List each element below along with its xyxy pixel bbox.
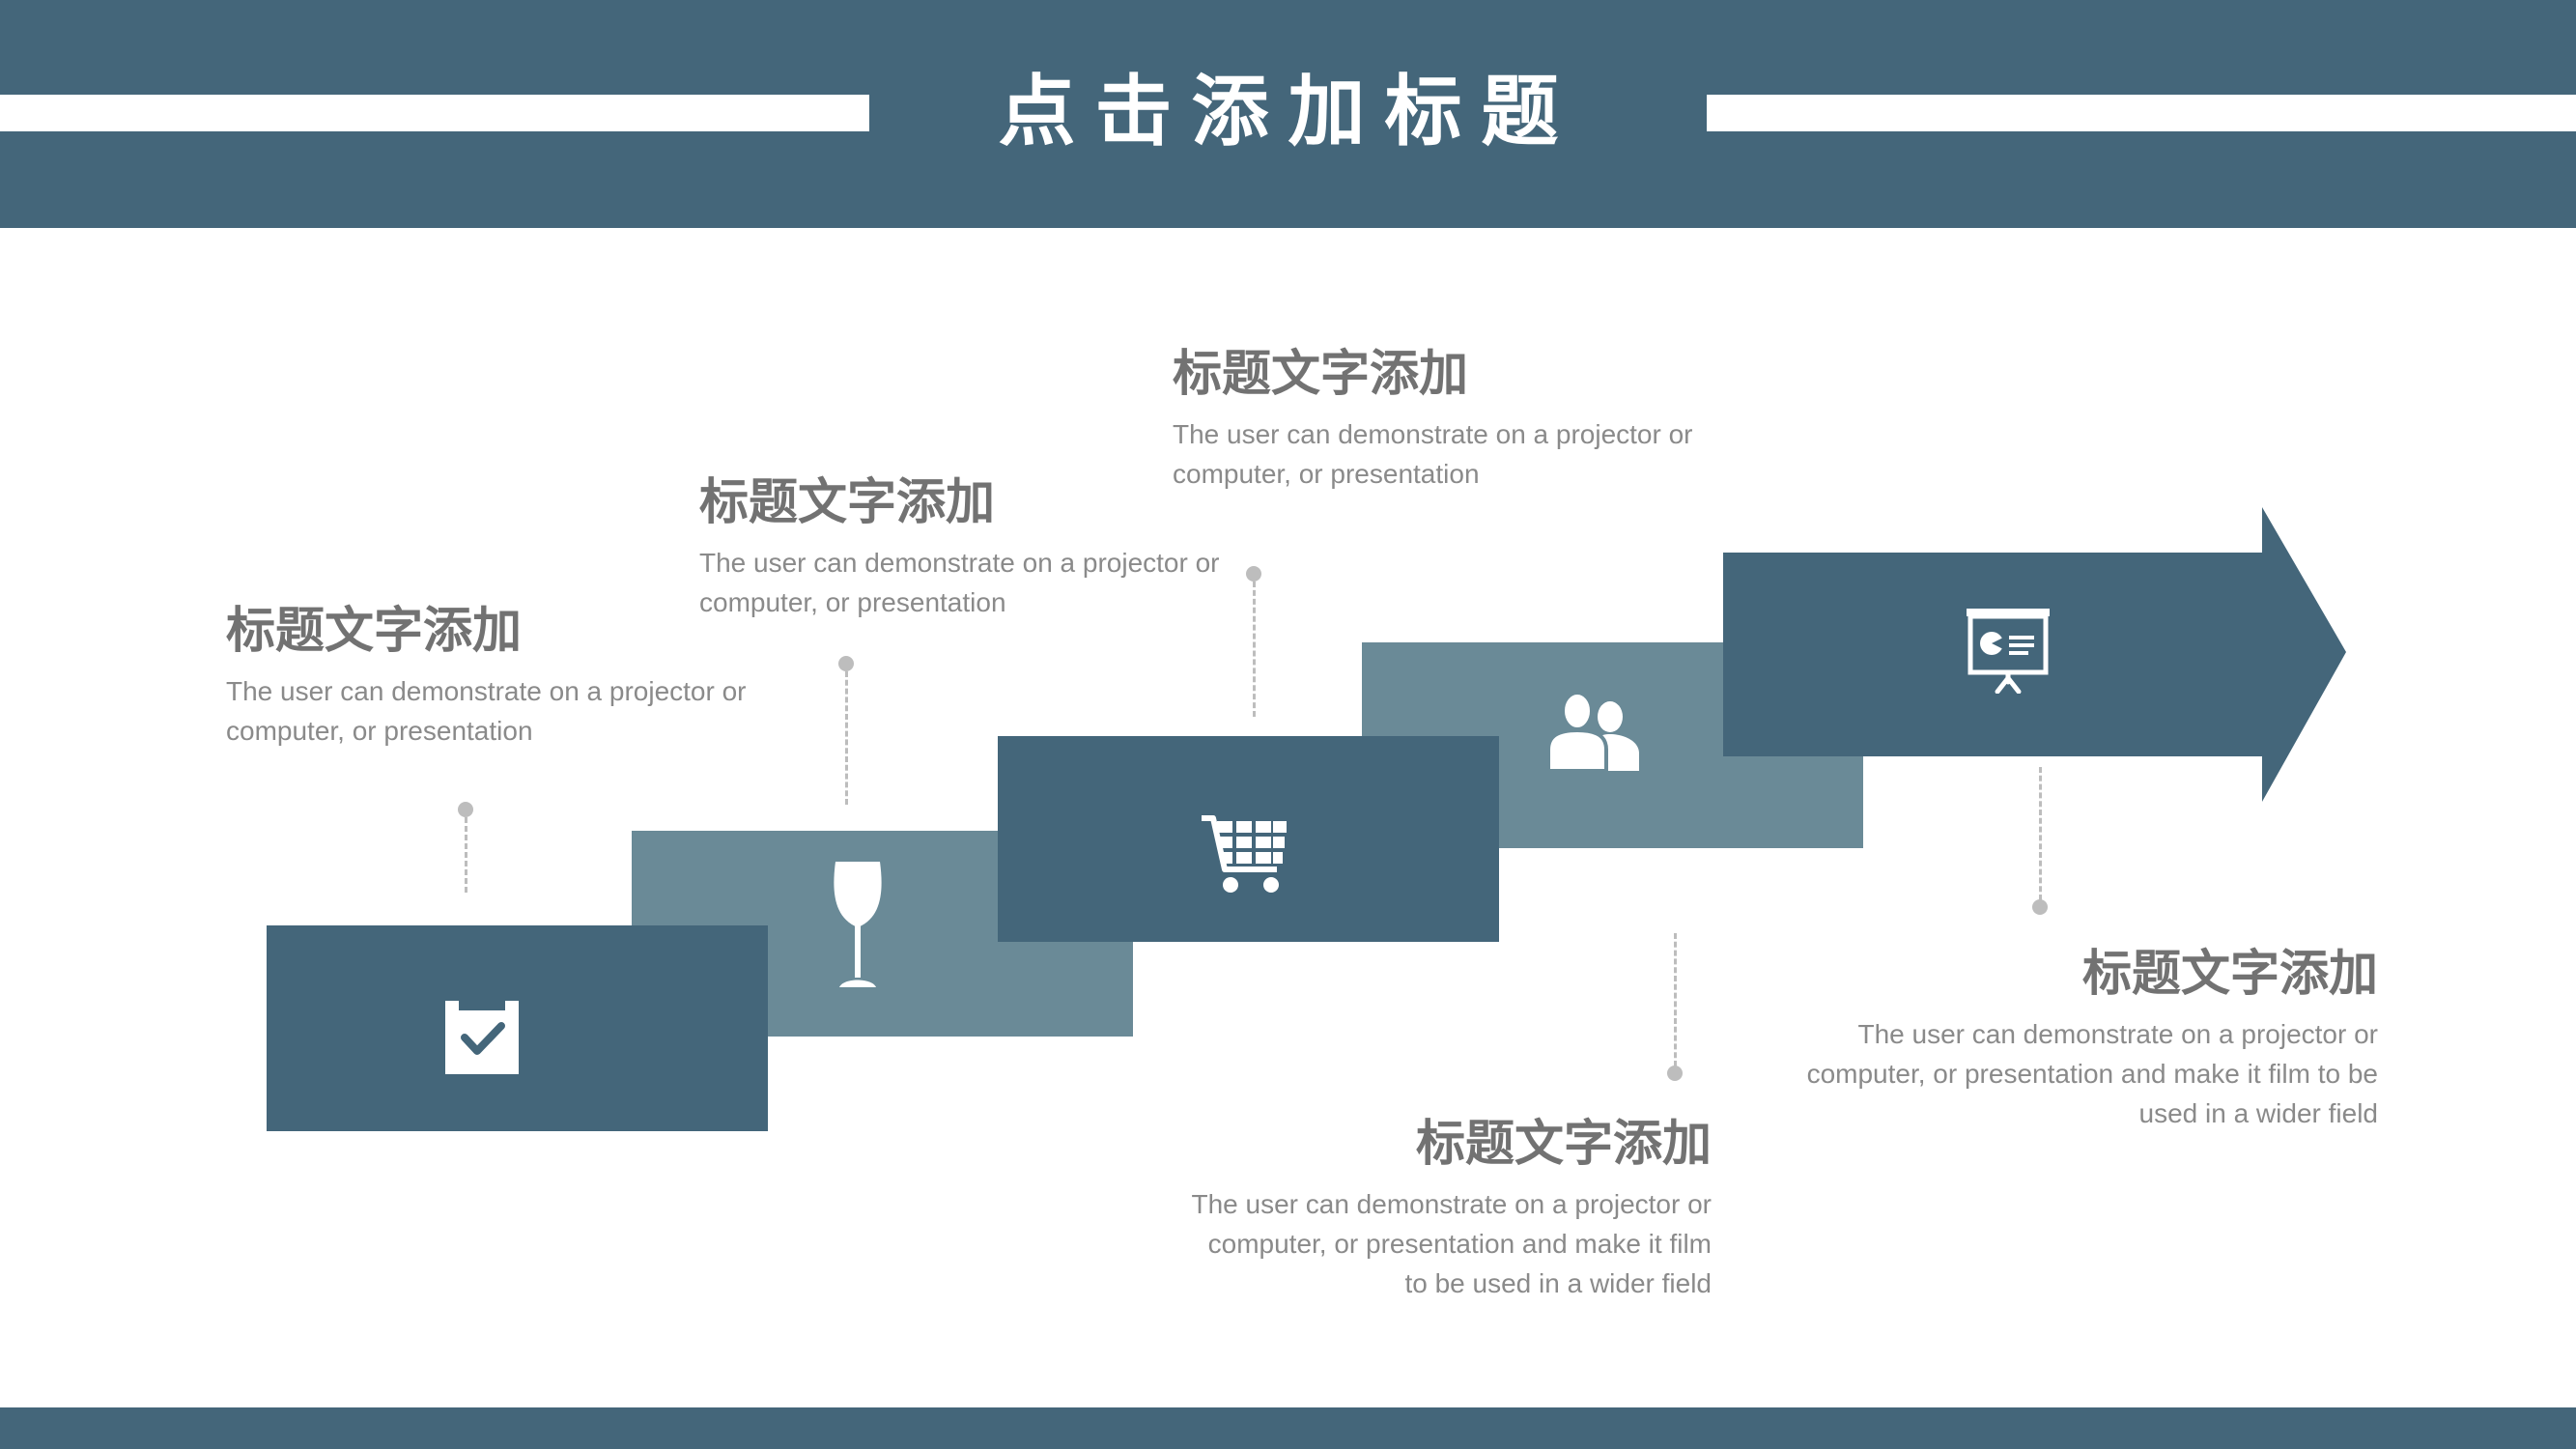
users-icon (1548, 692, 1639, 771)
step-5-text: 标题文字添加 The user can demonstrate on a pro… (1798, 943, 2378, 1133)
connector-4-dot (1667, 1065, 1683, 1081)
step-1-description[interactable]: The user can demonstrate on a projector … (226, 676, 747, 746)
step-4-description[interactable]: The user can demonstrate on a projector … (1191, 1189, 1712, 1298)
step-4-heading[interactable]: 标题文字添加 (1415, 1116, 1712, 1173)
connector-2-line (845, 671, 848, 805)
connector-3-dot (1246, 566, 1261, 582)
step-5-heading[interactable]: 标题文字添加 (2081, 946, 2378, 1003)
connector-5-line (2039, 767, 2042, 900)
step-4-text: 标题文字添加 The user can demonstrate on a pro… (1190, 1113, 1712, 1303)
header-stripe-right (1707, 95, 2576, 131)
connector-5-dot (2032, 899, 2048, 915)
page-title[interactable]: 点击添加标题 (998, 67, 1578, 156)
step-3-text: 标题文字添加 The user can demonstrate on a pro… (1173, 343, 1713, 494)
step-1-heading[interactable]: 标题文字添加 (226, 603, 523, 660)
step-3-description[interactable]: The user can demonstrate on a projector … (1173, 419, 1693, 489)
step-5-description[interactable]: The user can demonstrate on a projector … (1806, 1019, 2378, 1128)
calendar-check-icon (445, 1001, 519, 1074)
wine-glass-icon (834, 862, 882, 987)
footer-band (0, 1407, 2576, 1449)
step-2-heading[interactable]: 标题文字添加 (699, 474, 996, 531)
step-1-text: 标题文字添加 The user can demonstrate on a pro… (226, 600, 767, 751)
step-2-text: 标题文字添加 The user can demonstrate on a pro… (699, 471, 1240, 622)
step-5-arrow (1723, 507, 2346, 802)
shopping-cart-icon (1202, 815, 1287, 893)
step-3-heading[interactable]: 标题文字添加 (1173, 346, 1469, 403)
connector-4-line (1674, 933, 1677, 1066)
connector-1-dot (458, 802, 473, 817)
header-stripe-left (0, 95, 869, 131)
presentation-board-icon (1967, 609, 2050, 694)
connector-3-line (1253, 582, 1256, 717)
step-2-description[interactable]: The user can demonstrate on a projector … (699, 548, 1220, 617)
connector-2-dot (838, 656, 854, 671)
connector-1-line (465, 817, 467, 893)
